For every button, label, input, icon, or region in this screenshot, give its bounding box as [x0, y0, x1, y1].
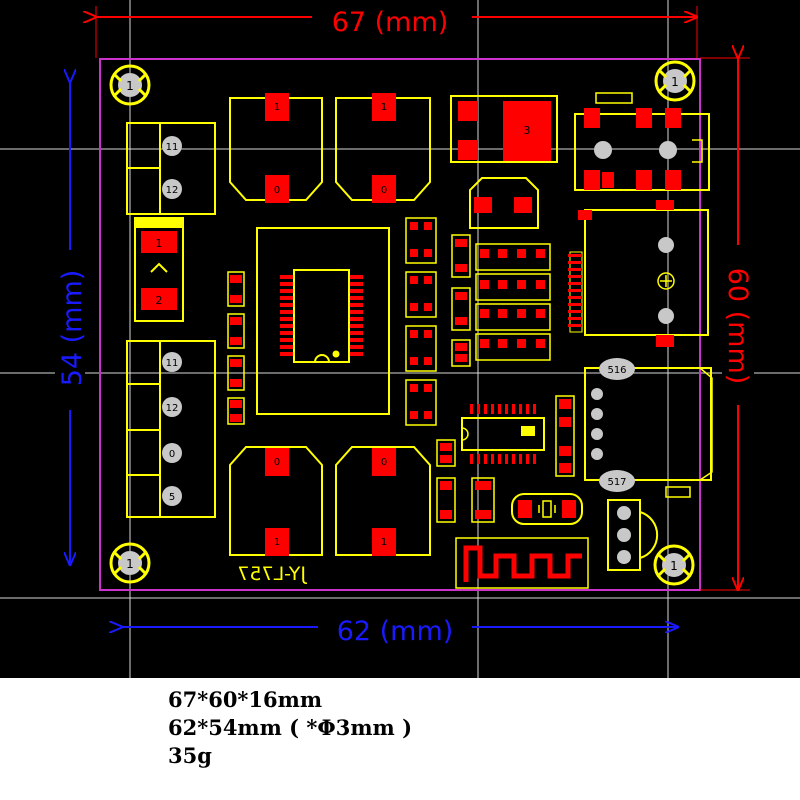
terminal-label: 12 — [166, 185, 179, 196]
pad-label: 0 — [381, 457, 387, 468]
terminal-label: 11 — [166, 358, 179, 369]
mount-hole-bottom-left: 1 — [109, 542, 151, 584]
usb-connector: 516 517 — [584, 358, 713, 498]
pad-label: 0 — [381, 185, 387, 196]
pcb-layout-view: 67 (mm) 62 (mm) 54 (mm) 60 (mm) 1 — [0, 0, 800, 678]
spec-overall-size: 67*60*16mm — [168, 687, 323, 712]
connector-label-bottom: 517 — [607, 477, 626, 488]
spec-weight: 35g — [168, 743, 212, 768]
pad-label: 0 — [274, 185, 280, 196]
pad-label: 1 — [381, 537, 387, 548]
resistor-array-center — [405, 217, 551, 426]
board-silkscreen-label: JY-L757 — [237, 563, 307, 585]
mount-hole-bottom-right: 1 — [653, 544, 695, 586]
diode-component: 1 2 — [134, 217, 184, 322]
pad-label: 2 — [156, 294, 163, 307]
small-ic — [461, 404, 545, 464]
terminal-block-bottom: 11 12 0 5 — [126, 340, 216, 518]
resistor-group-bottom — [436, 395, 575, 523]
pad-label: 1 — [381, 102, 387, 113]
mount-hole-label: 1 — [126, 79, 134, 93]
connector-label-top: 516 — [607, 365, 626, 376]
terminal-label: 5 — [169, 492, 175, 503]
dimension-width-holes: 62 (mm) — [122, 612, 678, 647]
mount-hole-label: 1 — [671, 75, 679, 89]
terminal-label: 12 — [166, 403, 179, 414]
main-ic-pins — [280, 275, 363, 356]
audio-jack — [574, 92, 710, 191]
mount-hole-label: 1 — [670, 559, 678, 573]
board-outline — [99, 58, 701, 591]
mount-hole-top-right: 1 — [654, 60, 696, 102]
resistor-column-left — [227, 271, 245, 425]
spec-block: 67*60*16mm 62*54mm ( *Φ3mm ) 35g — [168, 686, 768, 770]
pcb-antenna — [455, 537, 589, 589]
mount-hole-label: 1 — [126, 557, 134, 571]
dimension-height-total: 60 (mm) — [700, 58, 754, 590]
dimension-width-total: 67 (mm) — [96, 3, 697, 58]
pin-header — [607, 499, 659, 571]
inductor-top-left: 1 0 — [229, 93, 323, 203]
terminal-label: 0 — [169, 449, 175, 460]
pad-label: 3 — [524, 124, 531, 137]
capacitor-octagon — [469, 177, 539, 229]
terminal-label: 11 — [166, 142, 179, 153]
dimension-height-total-label: 60 (mm) — [722, 268, 753, 385]
dimension-width-total-label: 67 (mm) — [332, 7, 449, 38]
pad-label: 1 — [156, 237, 163, 250]
spec-hole-spacing: 62*54mm ( *Φ3mm ) — [168, 715, 413, 740]
inductor-bottom-right: 0 1 — [335, 446, 431, 556]
dimension-height-holes-label: 54 (mm) — [57, 270, 88, 387]
pad-label: 1 — [274, 102, 280, 113]
mount-hole-top-left: 1 — [109, 64, 151, 106]
main-ic — [256, 227, 390, 415]
crystal — [511, 493, 583, 525]
pad-label: 0 — [274, 457, 280, 468]
pad-label: 1 — [274, 537, 280, 548]
regulator: 3 — [450, 95, 558, 163]
dimension-height-holes: 54 (mm) — [55, 82, 88, 565]
dimension-width-holes-label: 62 (mm) — [337, 616, 454, 647]
inductor-bottom-left: 0 1 — [229, 446, 323, 556]
terminal-block-top: 11 12 — [126, 122, 216, 215]
inductor-top-right: 1 0 — [335, 93, 431, 203]
card-socket — [568, 200, 709, 347]
